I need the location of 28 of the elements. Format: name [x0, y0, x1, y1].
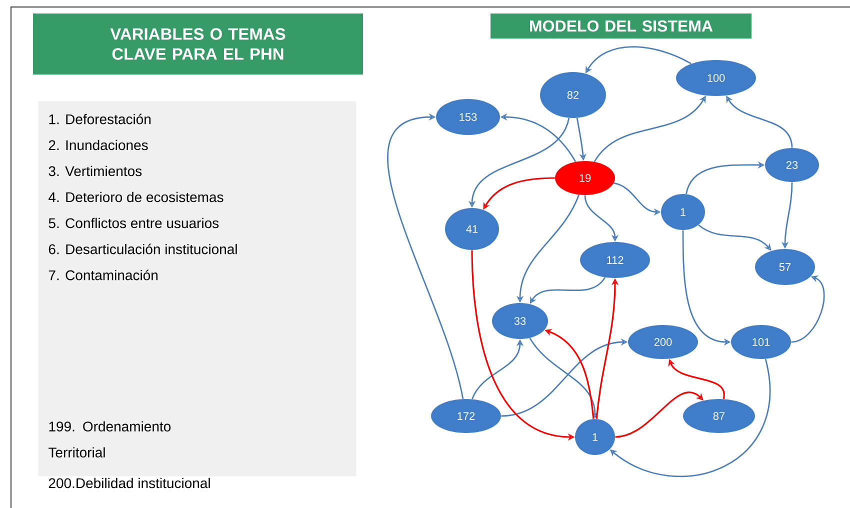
list-item: 200.Debilidad institucional [48, 478, 210, 488]
variable-node: 172 [431, 399, 501, 433]
variable-node: 41 [445, 208, 499, 250]
variable-node: 200 [628, 325, 698, 359]
variable-node: 87 [683, 399, 755, 433]
list-item: 2. Inundaciones [48, 140, 148, 150]
list-item: 199. Ordenamiento Territorial [48, 421, 171, 458]
variable-node: 112 [580, 242, 650, 278]
variable-node: 153 [436, 99, 500, 135]
variable-node: 101 [731, 325, 792, 359]
highlighted-node: 19 [555, 161, 615, 195]
arrow [387, 113, 464, 400]
list-item: 1. Deforestación [49, 114, 151, 124]
variable-node: 23 [765, 148, 820, 182]
variable-node: 82 [540, 72, 606, 118]
variable-node: 100 [676, 60, 756, 96]
list-item: 6. Desarticulación institucional [48, 244, 237, 254]
title-banner: MODELO DEL SISTEMA [490, 14, 752, 38]
variable-node: 1 [575, 419, 615, 455]
variable-node: 1 [661, 194, 705, 230]
list-item: 3. Vertimientos [48, 166, 142, 176]
title-banner: VARIABLES O TEMAS CLAVE PARA EL PHN [33, 14, 363, 74]
arrow [615, 391, 704, 438]
variable-node: 33 [492, 303, 548, 339]
list-item: 7. Contaminación [48, 270, 158, 280]
list-item: 4. Deterioro de ecosistemas [48, 192, 224, 202]
list-item: 5. Conflictos entre usuarios [48, 218, 219, 228]
variable-node: 57 [755, 249, 816, 285]
